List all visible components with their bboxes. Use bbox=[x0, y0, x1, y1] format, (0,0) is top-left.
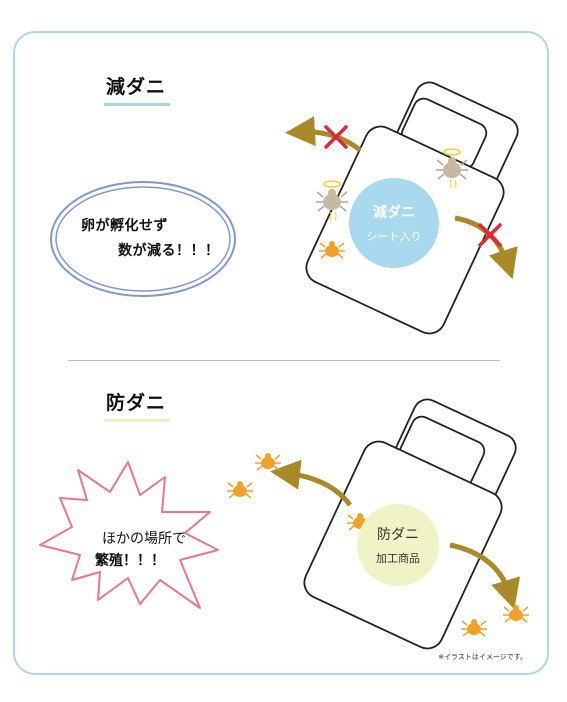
illustration-note: ※イラストはイメージです。 bbox=[438, 653, 527, 661]
oval-text-line2: 数が減る！！！ bbox=[118, 243, 220, 259]
circle-gendani: 減ダニ シート入り bbox=[349, 178, 439, 268]
burst-text-line2: 繁殖！！！ bbox=[95, 553, 165, 569]
circle-boudani: 防ダニ 加工商品 bbox=[357, 504, 439, 586]
burst-text-line1: ほかの場所で bbox=[102, 531, 186, 547]
section-divider bbox=[68, 360, 500, 361]
mite-6 bbox=[460, 618, 488, 637]
circle-boudani-title: 防ダニ bbox=[377, 527, 419, 543]
section1-heading-text: 減ダニ bbox=[106, 76, 167, 98]
mite-3 bbox=[226, 480, 254, 499]
oval-inner bbox=[55, 186, 231, 292]
oval-text-line1: 卵が孵化せず bbox=[81, 218, 168, 234]
circle-gendani-sub: シート入り bbox=[366, 230, 422, 243]
mite-5 bbox=[502, 604, 530, 623]
mite-2 bbox=[254, 452, 282, 471]
section1-heading-underline bbox=[104, 103, 171, 106]
circle-gendani-title: 減ダニ bbox=[373, 205, 415, 221]
section2-heading-text: 防ダニ bbox=[106, 392, 167, 414]
oval-outer bbox=[50, 181, 236, 297]
section1-heading: 減ダニ bbox=[104, 72, 171, 106]
arrow-2-right bbox=[449, 542, 521, 610]
burst-shape bbox=[39, 461, 219, 609]
section2-heading: 防ダニ bbox=[104, 388, 171, 422]
arrow-2-left bbox=[270, 459, 353, 507]
circle-boudani-sub: 加工商品 bbox=[376, 552, 420, 565]
section2-heading-underline bbox=[104, 419, 171, 422]
